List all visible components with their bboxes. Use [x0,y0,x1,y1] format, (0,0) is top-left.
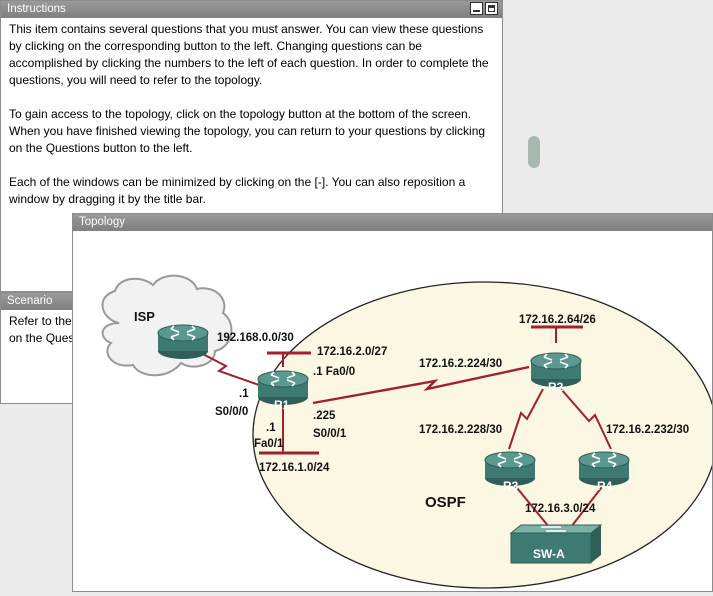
link-r4-swa [570,482,606,528]
switch-label: SW-A [533,547,565,561]
r1-r2-net-label: 172.16.2.224/30 [419,358,502,370]
switch-icon [509,524,603,564]
link-r2-r4 [560,388,612,450]
scenario-line: on the Ques [9,331,72,345]
topology-title: Topology [79,216,126,228]
link-r2-r3 [508,388,544,450]
r1-isp-ip-label: .1 [239,388,249,400]
r2-r4-net-label: 172.16.2.232/30 [606,424,689,436]
r1-s000-label: S0/0/0 [215,406,248,418]
scenario-window: Scenario Refer to the on the Ques [0,292,73,404]
r2-r3-net-label: 172.16.2.228/30 [419,424,502,436]
r1-fa01-label: Fa0/1 [254,438,284,450]
isp-cloud [101,274,233,377]
scenario-body: Refer to the on the Ques [1,310,72,350]
r3-label: R3 [503,479,519,493]
router-icon [157,324,209,360]
instructions-title: Instructions [7,3,66,15]
isp-net-label: 192.168.0.0/30 [217,332,294,344]
scenario-line: Refer to the [9,314,72,328]
ospf-label: OSPF [425,494,466,511]
r3-r4-lan-label: 172.16.3.0/24 [525,503,596,515]
r1-lan-label: 172.16.1.0/24 [259,462,330,474]
r2-lan-label: 172.16.2.64/26 [519,314,596,326]
ospf-area [252,281,713,589]
instructions-body: This item contains several questions tha… [1,18,502,228]
isp-label: ISP [134,309,155,324]
link-r3-swa [512,482,550,528]
instructions-paragraph: To gain access to the topology, click on… [9,107,486,155]
r1-label: R1 [274,398,290,412]
r1-s001-label: S0/0/1 [313,428,347,440]
r1-fa01-ip-label: .1 [266,422,276,434]
scenario-titlebar[interactable]: Scenario [1,293,72,310]
link-r1-r2 [312,365,530,405]
link-isp-r1 [196,350,260,386]
instructions-paragraph: Each of the windows can be minimized by … [9,175,466,206]
minimize-icon[interactable] [470,2,483,15]
instructions-paragraph: This item contains several questions tha… [9,22,489,87]
instructions-titlebar[interactable]: Instructions [1,1,502,18]
scroll-thumb[interactable] [528,136,540,168]
r1-s001-ip-label: .225 [313,410,336,422]
r2-label: R2 [548,380,564,394]
topology-titlebar[interactable]: Topology [73,214,712,231]
topology-diagram: ISP R1 R2 R3 R4 SW-A OS [101,274,713,589]
r1-fa00-net-label: 172.16.2.0/27 [317,346,387,358]
scenario-title: Scenario [7,295,53,307]
r1-fa00-label: .1 Fa0/0 [313,366,355,378]
topology-window: Topology ISP [72,213,713,592]
maximize-icon[interactable] [485,2,498,15]
r4-label: R4 [597,479,613,493]
